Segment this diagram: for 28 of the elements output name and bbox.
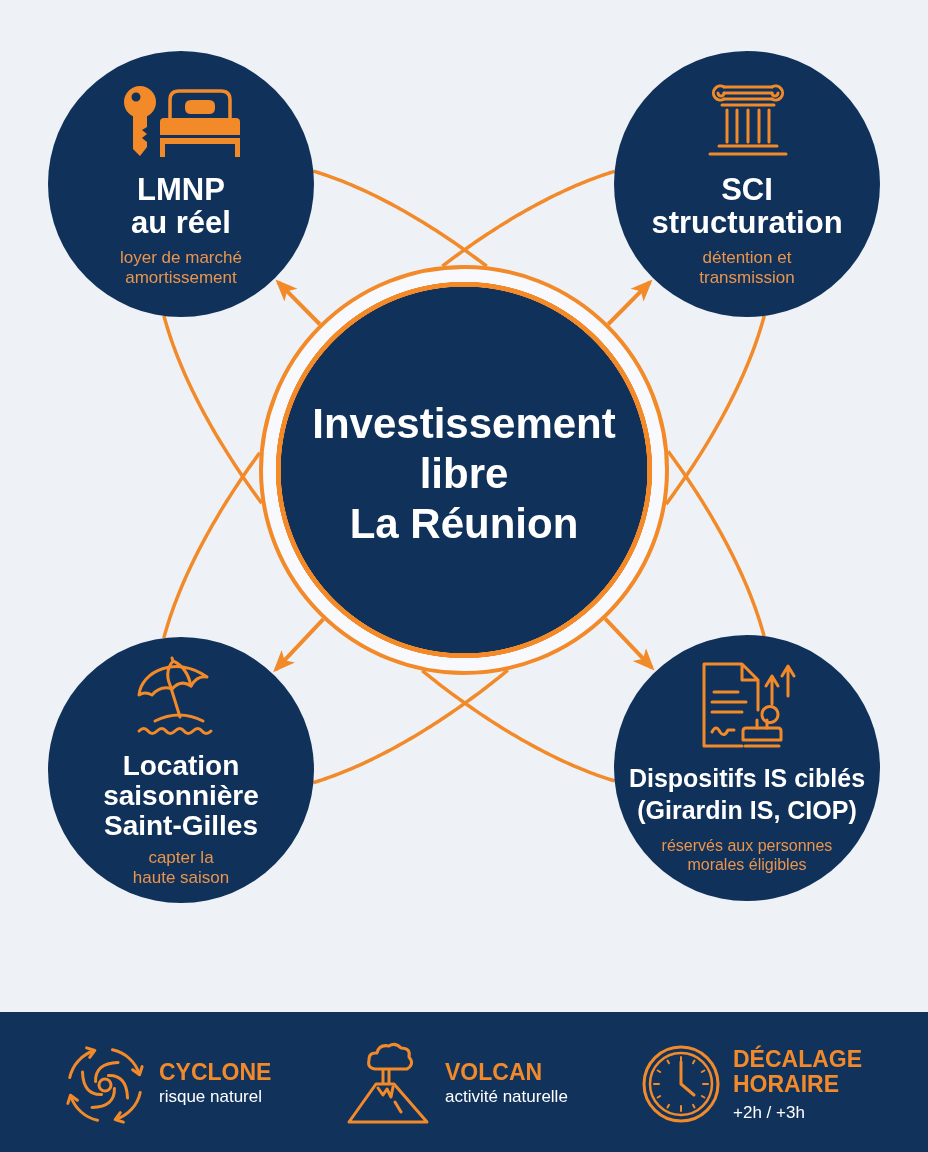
topic-title: Dispositifs IS ciblés (Girardin IS, CIOP) — [627, 763, 867, 826]
arrow — [603, 617, 655, 671]
arrow — [275, 279, 322, 326]
info-description: risque naturel — [159, 1087, 262, 1107]
curved-connector — [162, 451, 262, 639]
curved-connector — [312, 169, 488, 268]
topic-subtitle: réservés aux personnes morales éligibles — [660, 836, 834, 874]
info-title: VOLCAN — [445, 1060, 543, 1085]
hub-title: Investissement libre — [311, 399, 617, 499]
topic-title: SCI structuration — [650, 173, 844, 239]
topic-title: Location saisonnière Saint-Gilles — [102, 751, 260, 841]
hub-title: La Réunion — [348, 499, 580, 549]
curved-connector — [312, 668, 509, 785]
topic-subtitle: loyer de marché amortissement — [119, 248, 243, 288]
topic-subtitle: capter la haute saison — [131, 848, 231, 888]
curved-connector — [421, 669, 616, 783]
info-title: DÉCALAGE HORAIRE — [733, 1047, 864, 1097]
curved-connector — [162, 315, 264, 505]
topic-subtitle: détention et transmission — [698, 248, 796, 288]
info-title: CYCLONE — [159, 1060, 272, 1085]
info-description: +2h / +3h — [733, 1103, 805, 1123]
topic-title: LMNP au réel — [130, 173, 232, 239]
arrow — [273, 617, 325, 673]
info-description: activité naturelle — [445, 1087, 568, 1107]
arrow — [606, 279, 653, 326]
curved-connector — [441, 169, 616, 268]
curved-connector — [664, 315, 766, 506]
curved-connector — [666, 450, 766, 637]
